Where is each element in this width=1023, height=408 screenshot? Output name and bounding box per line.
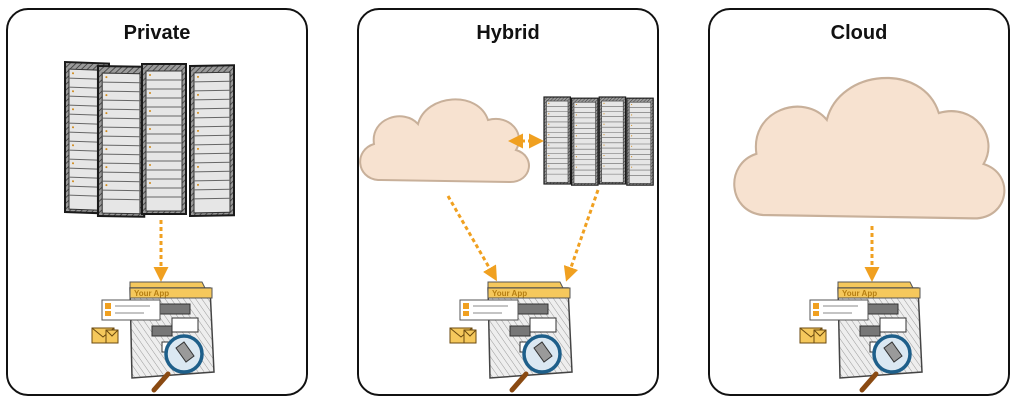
arrow-server-to-app bbox=[563, 189, 600, 282]
hybrid-cloud-icon bbox=[359, 98, 530, 183]
cloud-icon bbox=[733, 76, 1006, 220]
panel-title-private: Private bbox=[123, 22, 191, 44]
app-icon-private: Your App bbox=[92, 282, 214, 390]
arrow-cloud-to-app bbox=[446, 195, 497, 282]
app-icon-hybrid: Your App bbox=[450, 282, 572, 390]
app-label-private: Your App bbox=[134, 289, 169, 298]
hybrid-server-rack bbox=[543, 96, 654, 186]
app-label-cloud: Your App bbox=[842, 289, 877, 298]
app-label-hybrid: Your App bbox=[492, 289, 527, 298]
server-rack-icon bbox=[63, 60, 236, 218]
panel-title-cloud: Cloud bbox=[830, 22, 888, 44]
private-server-rack bbox=[63, 60, 236, 218]
app-icon-cloud: Your App bbox=[800, 282, 922, 390]
server-rack-icon bbox=[543, 96, 654, 186]
panel-title-hybrid: Hybrid bbox=[476, 22, 540, 44]
